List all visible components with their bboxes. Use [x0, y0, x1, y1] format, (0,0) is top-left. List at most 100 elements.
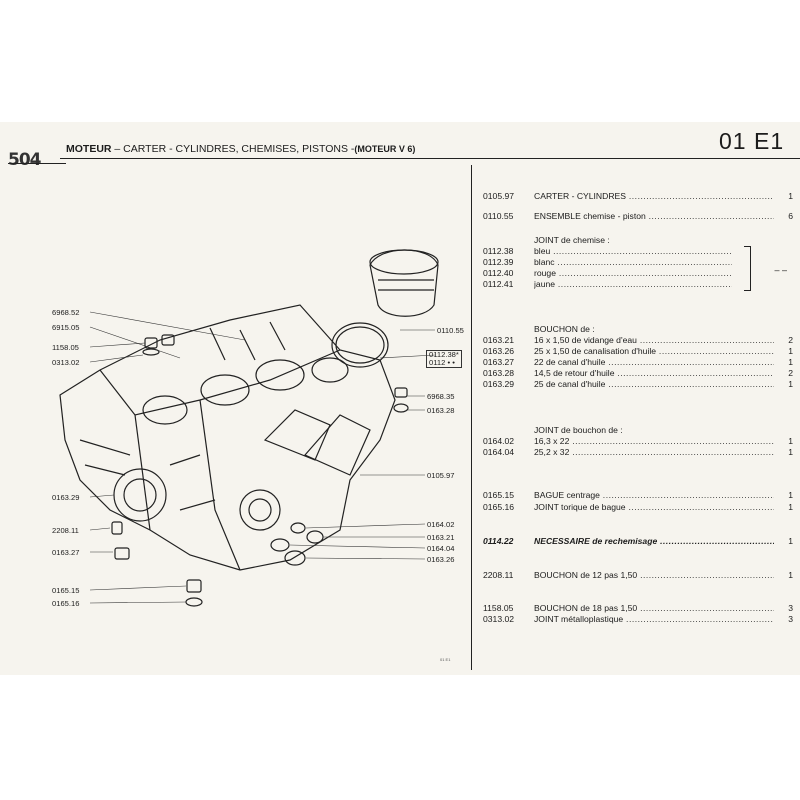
label-6915-05: 6915.05 — [52, 323, 80, 332]
part-code: 0110.55 — [483, 211, 514, 221]
label-0112-group: 0112.38*0112 • • — [426, 350, 462, 368]
title-tail: (MOTEUR V 6) — [354, 144, 416, 154]
part-code: 0112.38 — [483, 246, 514, 256]
part-code: 0163.29 — [483, 379, 515, 389]
label-0165-15: 0165.15 — [52, 586, 80, 595]
part-row: 0163.28 14,5 de retour d'huile 2 — [483, 368, 795, 380]
part-code: 0163.28 — [483, 368, 515, 378]
part-desc: blanc — [534, 257, 732, 267]
part-row: 0163.26 25 x 1,50 de canalisation d'huile… — [483, 346, 795, 358]
label-6968-52: 6968.52 — [52, 308, 80, 317]
column-divider — [471, 165, 472, 670]
bracket — [750, 246, 751, 291]
part-qty: 1 — [788, 357, 793, 367]
part-row: 0114.22 NECESSAIRE de rechemisage 1 — [483, 536, 795, 548]
part-row: 0110.55 ENSEMBLE chemise - piston 6 — [483, 211, 795, 223]
part-desc: JOINT de bouchon de : — [534, 425, 623, 435]
part-desc: BOUCHON de : — [534, 324, 595, 334]
part-row: 0163.21 16 x 1,50 de vidange d'eau 2 — [483, 335, 795, 347]
part-desc: 25 de canal d'huile — [534, 379, 774, 389]
drawing-ref: 01 E1 — [440, 657, 451, 662]
part-desc: 14,5 de retour d'huile — [534, 368, 774, 378]
part-code: 0114.22 — [483, 536, 514, 546]
page-code: 01 E1 — [719, 128, 785, 154]
part-qty: 1 — [788, 346, 793, 356]
part-code: 0163.21 — [483, 335, 515, 345]
part-row: 0165.16 JOINT torique de bague 1 — [483, 502, 795, 514]
part-desc: 22 de canal d'huile — [534, 357, 774, 367]
header-rule-left — [8, 163, 66, 164]
bracket-top — [744, 246, 751, 247]
label-2208-11: 2208.11 — [52, 526, 79, 535]
part-desc: BAGUE centrage — [534, 490, 774, 500]
label-6968-35: 6968.35 — [427, 392, 455, 401]
label-0163-21: 0163.21 — [427, 533, 455, 542]
label-0163-26: 0163.26 — [427, 555, 455, 564]
label-0105-97: 0105.97 — [427, 471, 455, 480]
part-code: 0112.41 — [483, 279, 514, 289]
part-desc: jaune — [534, 279, 732, 289]
header-rule — [60, 158, 800, 159]
part-qty: 1 — [788, 436, 793, 446]
title-bold: MOTEUR — [66, 143, 112, 155]
part-desc: JOINT de chemise : — [534, 235, 610, 245]
label-0164-04: 0164.04 — [427, 544, 455, 553]
part-code: 1158.05 — [483, 603, 514, 613]
page-title: MOTEUR – CARTER - CYLINDRES, CHEMISES, P… — [66, 143, 415, 155]
part-group-heading: BOUCHON de : — [483, 324, 795, 336]
part-desc: NECESSAIRE de rechemisage — [534, 536, 774, 546]
part-qty: 2 — [788, 335, 793, 345]
title-rest: – CARTER - CYLINDRES, CHEMISES, PISTONS … — [111, 143, 355, 155]
label-0110-55: 0110.55 — [437, 326, 464, 335]
part-group-heading: JOINT de chemise : — [483, 235, 795, 247]
part-desc: 25,2 x 32 — [534, 447, 774, 457]
label-1158-05: 1158.05 — [52, 343, 79, 352]
part-qty: 1 — [788, 502, 793, 512]
label-0165-16: 0165.16 — [52, 599, 80, 608]
part-qty: 1 — [788, 570, 793, 580]
part-row: 0112.39 blanc – – — [483, 257, 795, 275]
brand-logo: 504 — [8, 150, 41, 170]
part-qty: 3 — [788, 614, 793, 624]
part-row: 2208.11 BOUCHON de 12 pas 1,50 1 — [483, 570, 795, 582]
part-code: 0164.04 — [483, 447, 515, 457]
part-code: 2208.11 — [483, 570, 514, 580]
part-desc: bleu — [534, 246, 732, 256]
part-qty: 1 — [788, 379, 793, 389]
part-code: 0165.15 — [483, 490, 515, 500]
part-group-heading: JOINT de bouchon de : — [483, 425, 795, 437]
part-row: 0164.02 16,3 x 22 1 — [483, 436, 795, 448]
label-0112-dots: 0112 • • — [429, 358, 455, 367]
part-code: 0164.02 — [483, 436, 515, 446]
part-qty: 6 — [788, 211, 793, 221]
part-desc: JOINT torique de bague — [534, 502, 774, 512]
part-code: 0165.16 — [483, 502, 515, 512]
part-code: 0163.26 — [483, 346, 515, 356]
part-desc: 16 x 1,50 de vidange d'eau — [534, 335, 774, 345]
part-desc: BOUCHON de 12 pas 1,50 — [534, 570, 774, 580]
part-code: 0105.97 — [483, 191, 515, 201]
part-code: 0112.39 — [483, 257, 514, 267]
part-qty: – – — [774, 265, 787, 275]
part-code: 0112.40 — [483, 268, 514, 278]
part-desc: 16,3 x 22 — [534, 436, 774, 446]
part-qty: 2 — [788, 368, 793, 378]
part-desc: JOINT métalloplastique — [534, 614, 774, 624]
part-qty: 3 — [788, 603, 793, 613]
part-qty: 1 — [788, 536, 793, 546]
part-desc: BOUCHON de 18 pas 1,50 — [534, 603, 774, 613]
label-0163-28: 0163.28 — [427, 406, 455, 415]
part-row: 0313.02 JOINT métalloplastique 3 — [483, 614, 795, 626]
engine-block-drawing — [59, 249, 439, 607]
label-0164-02: 0164.02 — [427, 520, 455, 529]
part-code: 0313.02 — [483, 614, 515, 624]
part-row: 0163.29 25 de canal d'huile 1 — [483, 379, 795, 391]
part-row: 1158.05 BOUCHON de 18 pas 1,50 3 — [483, 603, 795, 615]
part-desc: ENSEMBLE chemise - piston — [534, 211, 774, 221]
part-desc: 25 x 1,50 de canalisation d'huile — [534, 346, 774, 356]
